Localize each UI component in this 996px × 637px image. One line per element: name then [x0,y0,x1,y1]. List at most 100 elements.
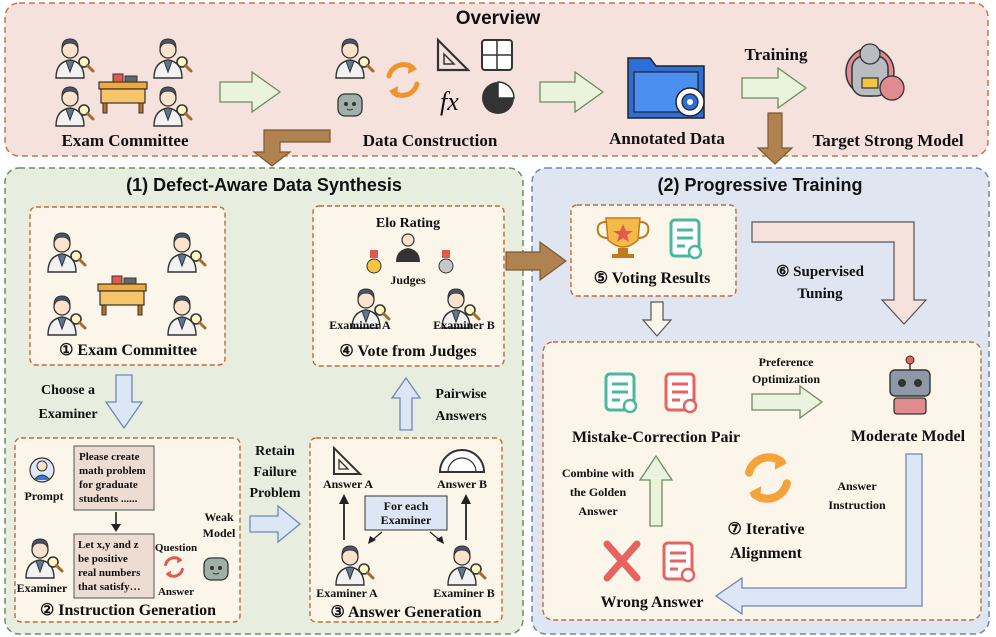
data-construction-group: fx Data Construction [335,37,515,150]
gear-icon [675,87,705,117]
pairwise-line2: Answers [435,409,487,424]
step7-line1: ⑦ Iterative [728,521,805,538]
step1-label: ① Exam Committee [59,342,197,359]
prompt-text-3: for graduate [79,479,138,491]
judge-icon [396,233,420,262]
combine-line3: Answer [578,504,618,518]
step5-label: ⑤ Voting Results [594,270,711,287]
weak-model-robot-icon [203,557,229,581]
moderate-robot-icon [889,355,931,415]
fx-icon: fx [440,87,459,116]
judges-label: Judges [390,273,426,287]
annotated-data-label: Annotated Data [609,129,725,148]
prompt-text-4: students ...... [79,493,138,505]
moderate-model-label: Moderate Model [851,428,966,445]
overview-title: Overview [456,8,541,29]
answer-b-top-label: Answer B [437,477,487,491]
document-icon [664,372,698,414]
choose-examiner-line1: Choose a [41,383,95,398]
trophy-icon [596,217,650,258]
retain-failure-line3: Problem [249,486,300,501]
question-text-1: Let x,y and z [78,539,139,551]
protractor-icon [438,449,486,473]
ruler-icon [333,445,363,475]
cross-icon [603,540,641,582]
retain-failure-line1: Retain [255,444,295,459]
robot-icon [337,93,363,117]
weak-model-line2: Model [203,526,236,540]
medal-icon [366,250,382,274]
data-construction-label: Data Construction [363,131,498,150]
overview-arrow-2 [539,70,605,114]
question-text-4: that satisfy… [78,581,141,593]
iterative-cycle-icon [745,453,791,503]
medal-icon [438,250,454,274]
for-each-line2: Examiner [381,513,432,527]
prompt-text-2: math problem [79,465,146,477]
document-icon [604,372,638,414]
document-icon [662,541,696,583]
step4-label: ④ Vote from Judges [339,343,476,360]
combine-golden-arrow [638,454,674,527]
target-model-label: Target Strong Model [812,131,963,150]
mistake-pair-label: Mistake-Correction Pair [572,429,740,446]
retain-failure-line2: Failure [253,465,296,480]
prompt-text-1: Please create [79,451,140,463]
training-title: (2) Progressive Training [657,175,862,195]
training-label: Training [745,45,808,64]
pairwise-line1: Pairwise [435,387,486,402]
prompt-avatar [29,457,55,483]
exam-committee-label: Exam Committee [62,131,189,150]
annotated-data-group: Annotated Data [609,57,725,148]
target-model-group: Target Strong Model [812,43,964,150]
preference-line1: Preference [759,355,815,369]
prompt-label: Prompt [24,489,63,503]
question-label: Question [155,542,197,554]
ruler-icon [436,37,471,72]
question-text-2: be positive [78,553,128,565]
overview-to-synthesis-arrow [252,129,331,167]
step6-line1: ⑥ Supervised [776,264,865,280]
calculator-icon [481,39,513,71]
step2-label: ② Instruction Generation [40,602,216,619]
choose-examiner-arrow [104,374,144,430]
judge-examiner-b-label: Examiner B [433,318,494,332]
training-arrow [741,66,808,110]
alignment-box [542,341,982,621]
examiner-b-label: Examiner B [433,586,494,600]
robot-icon [845,43,905,101]
question-box [73,533,155,599]
examiner-label: Examiner [17,581,68,595]
exam-committee-group: Exam Committee [55,38,193,150]
question-text-3: real numbers [78,567,141,579]
supervised-tuning-arrow [751,221,928,325]
preference-arrow [751,384,824,420]
synthesis-title: (1) Defect-Aware Data Synthesis [126,175,402,195]
judge-examiner-a-label: Examiner A [329,318,391,332]
for-each-line1: For each [384,499,429,513]
answer-label: Answer [158,586,194,598]
results-down-arrow [641,301,673,337]
document-icon [669,218,703,260]
retain-failure-arrow [249,504,302,544]
preference-line2: Optimization [752,372,820,386]
choose-examiner-line2: Examiner [38,407,97,422]
step3-label: ③ Answer Generation [331,604,482,621]
instruction-generation-box [14,437,241,623]
step6-line2: Tuning [797,286,843,302]
answer-instruction-line1: Answer [837,479,877,493]
cycle-icon [164,556,184,578]
elo-rating-label: Elo Rating [376,216,440,231]
combine-line2: the Golden [570,485,627,499]
overview-arrow-1 [219,70,282,114]
pairwise-arrow [390,376,422,431]
moderate-to-wrong-arrow [714,453,923,616]
answer-instruction-line2: Instruction [828,498,886,512]
weak-model-line1: Weak [204,510,234,524]
combine-line1: Combine with [562,466,635,480]
overview-to-training-arrow [756,112,794,165]
wrong-answer-label: Wrong Answer [601,594,704,611]
prompt-box [73,445,155,511]
answer-a-top-label: Answer A [323,477,373,491]
